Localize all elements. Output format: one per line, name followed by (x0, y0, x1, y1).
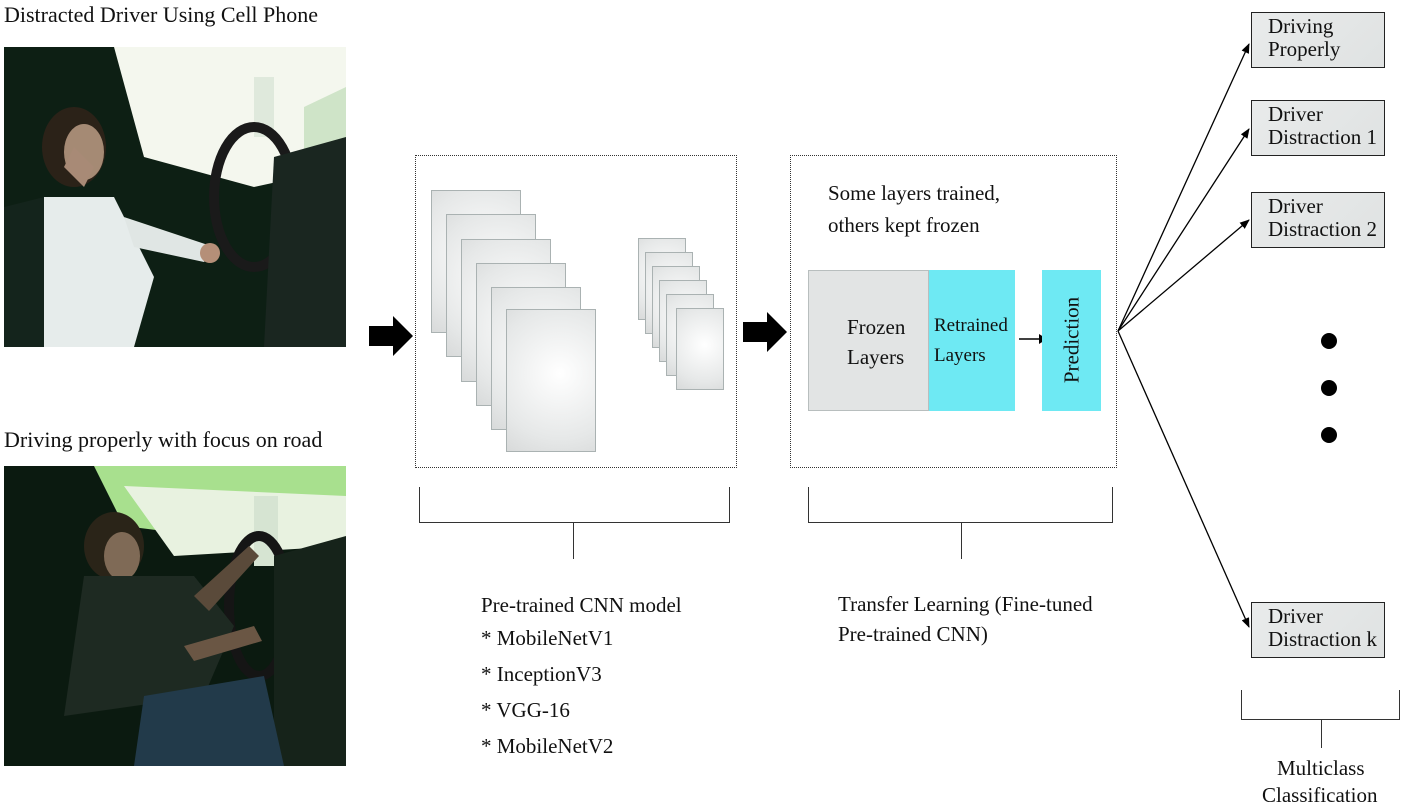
pretrained-cnn-box (415, 155, 737, 468)
driving-properly-illustration (4, 466, 346, 766)
class-label-line2: Distraction 2 (1268, 217, 1378, 242)
class-label-line1: Driver (1268, 102, 1323, 126)
flow-arrow-2 (743, 312, 787, 352)
class-label-line2: Distraction 1 (1268, 125, 1378, 150)
class-label-line1: Driver (1268, 604, 1323, 628)
small-layer-sheet (676, 308, 724, 390)
class-box-distraction-k: Driver Distraction k (1251, 602, 1385, 658)
pretrained-bracket (419, 487, 730, 523)
transfer-note-line1: Some layers trained, (828, 181, 1001, 205)
class-box-distraction-1: Driver Distraction 1 (1251, 100, 1385, 156)
prediction-block: Prediction (1042, 270, 1101, 411)
classes-bracket (1241, 690, 1400, 720)
photo-driving-properly (4, 466, 346, 766)
retrained-label-line2: Layers (934, 345, 986, 366)
frozen-label-line1: Frozen (847, 315, 906, 339)
retrained-layers-block: Retrained Layers (929, 270, 1015, 411)
ellipsis-dot (1321, 427, 1337, 443)
model-item: * VGG-16 (481, 698, 570, 722)
transfer-bracket-stem (961, 523, 962, 559)
transfer-bracket (808, 487, 1113, 523)
arrow-to-class-3 (1117, 219, 1250, 332)
pretrained-bracket-stem (573, 523, 574, 559)
frozen-layers-block: Frozen Layers (808, 270, 929, 411)
class-label-line2: Distraction k (1268, 627, 1378, 652)
model-item: * MobileNetV2 (481, 734, 614, 758)
model-item: * InceptionV3 (481, 662, 602, 686)
pretrained-title: Pre-trained CNN model (481, 593, 682, 617)
caption-driving-properly: Driving properly with focus on road (4, 427, 323, 452)
distracted-driver-illustration (4, 47, 346, 347)
photo-distracted-driver (4, 47, 346, 347)
arrow-to-class-1 (1117, 43, 1250, 332)
class-label-line2: Properly (1268, 37, 1341, 62)
class-box-driving-properly: Driving Properly (1251, 12, 1385, 68)
ellipsis-dot (1321, 333, 1337, 349)
class-box-distraction-2: Driver Distraction 2 (1251, 192, 1385, 248)
flow-arrow-1 (369, 316, 413, 356)
transfer-note-line2: others kept frozen (828, 213, 980, 237)
conv-layer-sheet (506, 309, 596, 452)
transfer-learning-box: Some layers trained, others kept frozen … (790, 155, 1117, 468)
class-label-line1: Driving (1268, 14, 1334, 38)
caption-distracted-driver: Distracted Driver Using Cell Phone (4, 2, 319, 27)
model-item: * MobileNetV1 (481, 626, 614, 650)
retrained-label-line1: Retrained (934, 315, 1008, 336)
frozen-label-line2: Layers (847, 345, 905, 369)
multiclass-line2: Classification (1262, 783, 1378, 807)
class-label-line1: Driver (1268, 194, 1323, 218)
arrow-to-class-k (1117, 330, 1250, 628)
ellipsis-dot (1321, 380, 1337, 396)
classes-bracket-stem (1321, 720, 1322, 748)
transfer-caption-line1: Transfer Learning (Fine-tuned (838, 592, 1093, 616)
arrow-to-class-2 (1117, 128, 1250, 332)
multiclass-line1: Multiclass (1277, 756, 1365, 780)
transfer-caption-line2: Pre-trained CNN) (838, 622, 988, 646)
